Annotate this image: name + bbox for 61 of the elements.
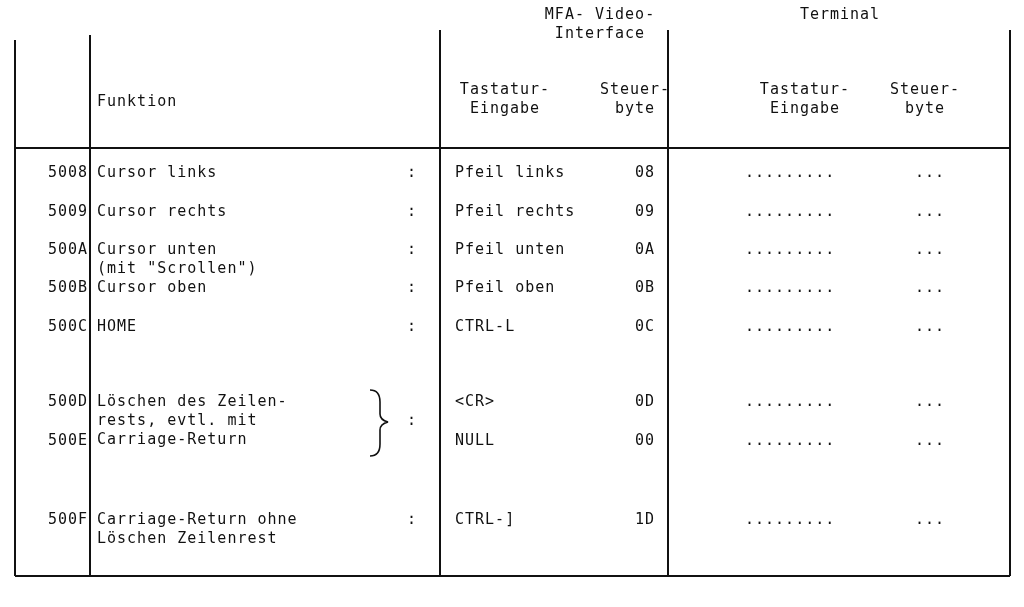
column-header: Steuer- byte bbox=[888, 80, 962, 118]
placeholder-dots: ......... bbox=[745, 278, 837, 297]
address-label: 500D bbox=[46, 392, 88, 411]
placeholder-dots: ... bbox=[915, 202, 947, 221]
address-label: 500C bbox=[46, 317, 88, 336]
code-label: 0D bbox=[633, 392, 657, 411]
code-label: 0B bbox=[633, 278, 657, 297]
separator-colon: : bbox=[406, 202, 418, 221]
code-label: 00 bbox=[633, 431, 657, 450]
placeholder-dots: ......... bbox=[745, 163, 837, 182]
function-label: Cursor rechts bbox=[97, 202, 229, 221]
placeholder-dots: ... bbox=[915, 317, 947, 336]
code-label: 08 bbox=[633, 163, 657, 182]
key-label: <CR> bbox=[455, 392, 497, 411]
placeholder-dots: ... bbox=[915, 431, 947, 450]
separator-colon: : bbox=[406, 240, 418, 259]
key-label: Pfeil rechts bbox=[455, 202, 577, 221]
function-label: Cursor oben bbox=[97, 278, 209, 297]
placeholder-dots: ......... bbox=[745, 392, 837, 411]
placeholder-dots: ... bbox=[915, 510, 947, 529]
function-label: Cursor unten (mit "Scrollen") bbox=[97, 240, 259, 278]
placeholder-dots: ... bbox=[915, 392, 947, 411]
separator-colon: : bbox=[406, 278, 418, 297]
placeholder-dots: ......... bbox=[745, 317, 837, 336]
key-label: CTRL-L bbox=[455, 317, 517, 336]
address-label: 500A bbox=[46, 240, 88, 259]
code-label: 1D bbox=[633, 510, 657, 529]
column-header: MFA- Video-Interface bbox=[543, 5, 657, 43]
column-header: Terminal bbox=[798, 5, 882, 24]
placeholder-dots: ... bbox=[915, 163, 947, 182]
column-header: Tastatur- Eingabe bbox=[758, 80, 852, 118]
placeholder-dots: ......... bbox=[745, 510, 837, 529]
placeholder-dots: ......... bbox=[745, 202, 837, 221]
address-label: 5009 bbox=[46, 202, 88, 221]
address-label: 5008 bbox=[46, 163, 88, 182]
address-label: 500F bbox=[46, 510, 88, 529]
code-label: 0C bbox=[633, 317, 657, 336]
address-label: 500B bbox=[46, 278, 88, 297]
key-label: Pfeil oben bbox=[455, 278, 557, 297]
placeholder-dots: ... bbox=[915, 240, 947, 259]
column-header: Steuer- byte bbox=[598, 80, 672, 118]
address-label: 500E bbox=[46, 431, 88, 450]
key-label: Pfeil unten bbox=[455, 240, 567, 259]
function-label: Carriage-Return ohne Löschen Zeilenrest bbox=[97, 510, 299, 548]
code-label: 0A bbox=[633, 240, 657, 259]
separator-colon: : bbox=[406, 317, 418, 336]
placeholder-dots: ......... bbox=[745, 431, 837, 450]
separator-colon: : bbox=[406, 411, 418, 430]
code-label: 09 bbox=[633, 202, 657, 221]
placeholder-dots: ......... bbox=[745, 240, 837, 259]
function-label: Löschen des Zeilen- rests, evtl. mit Carriage-Return bbox=[97, 392, 289, 449]
key-label: NULL bbox=[455, 431, 497, 450]
separator-colon: : bbox=[406, 163, 418, 182]
function-label: HOME bbox=[97, 317, 139, 336]
function-label: Cursor links bbox=[97, 163, 219, 182]
key-label: Pfeil links bbox=[455, 163, 567, 182]
separator-colon: : bbox=[406, 510, 418, 529]
key-label: CTRL-] bbox=[455, 510, 517, 529]
column-header: Tastatur- Eingabe bbox=[458, 80, 552, 118]
column-header: Funktion bbox=[97, 92, 179, 111]
placeholder-dots: ... bbox=[915, 278, 947, 297]
